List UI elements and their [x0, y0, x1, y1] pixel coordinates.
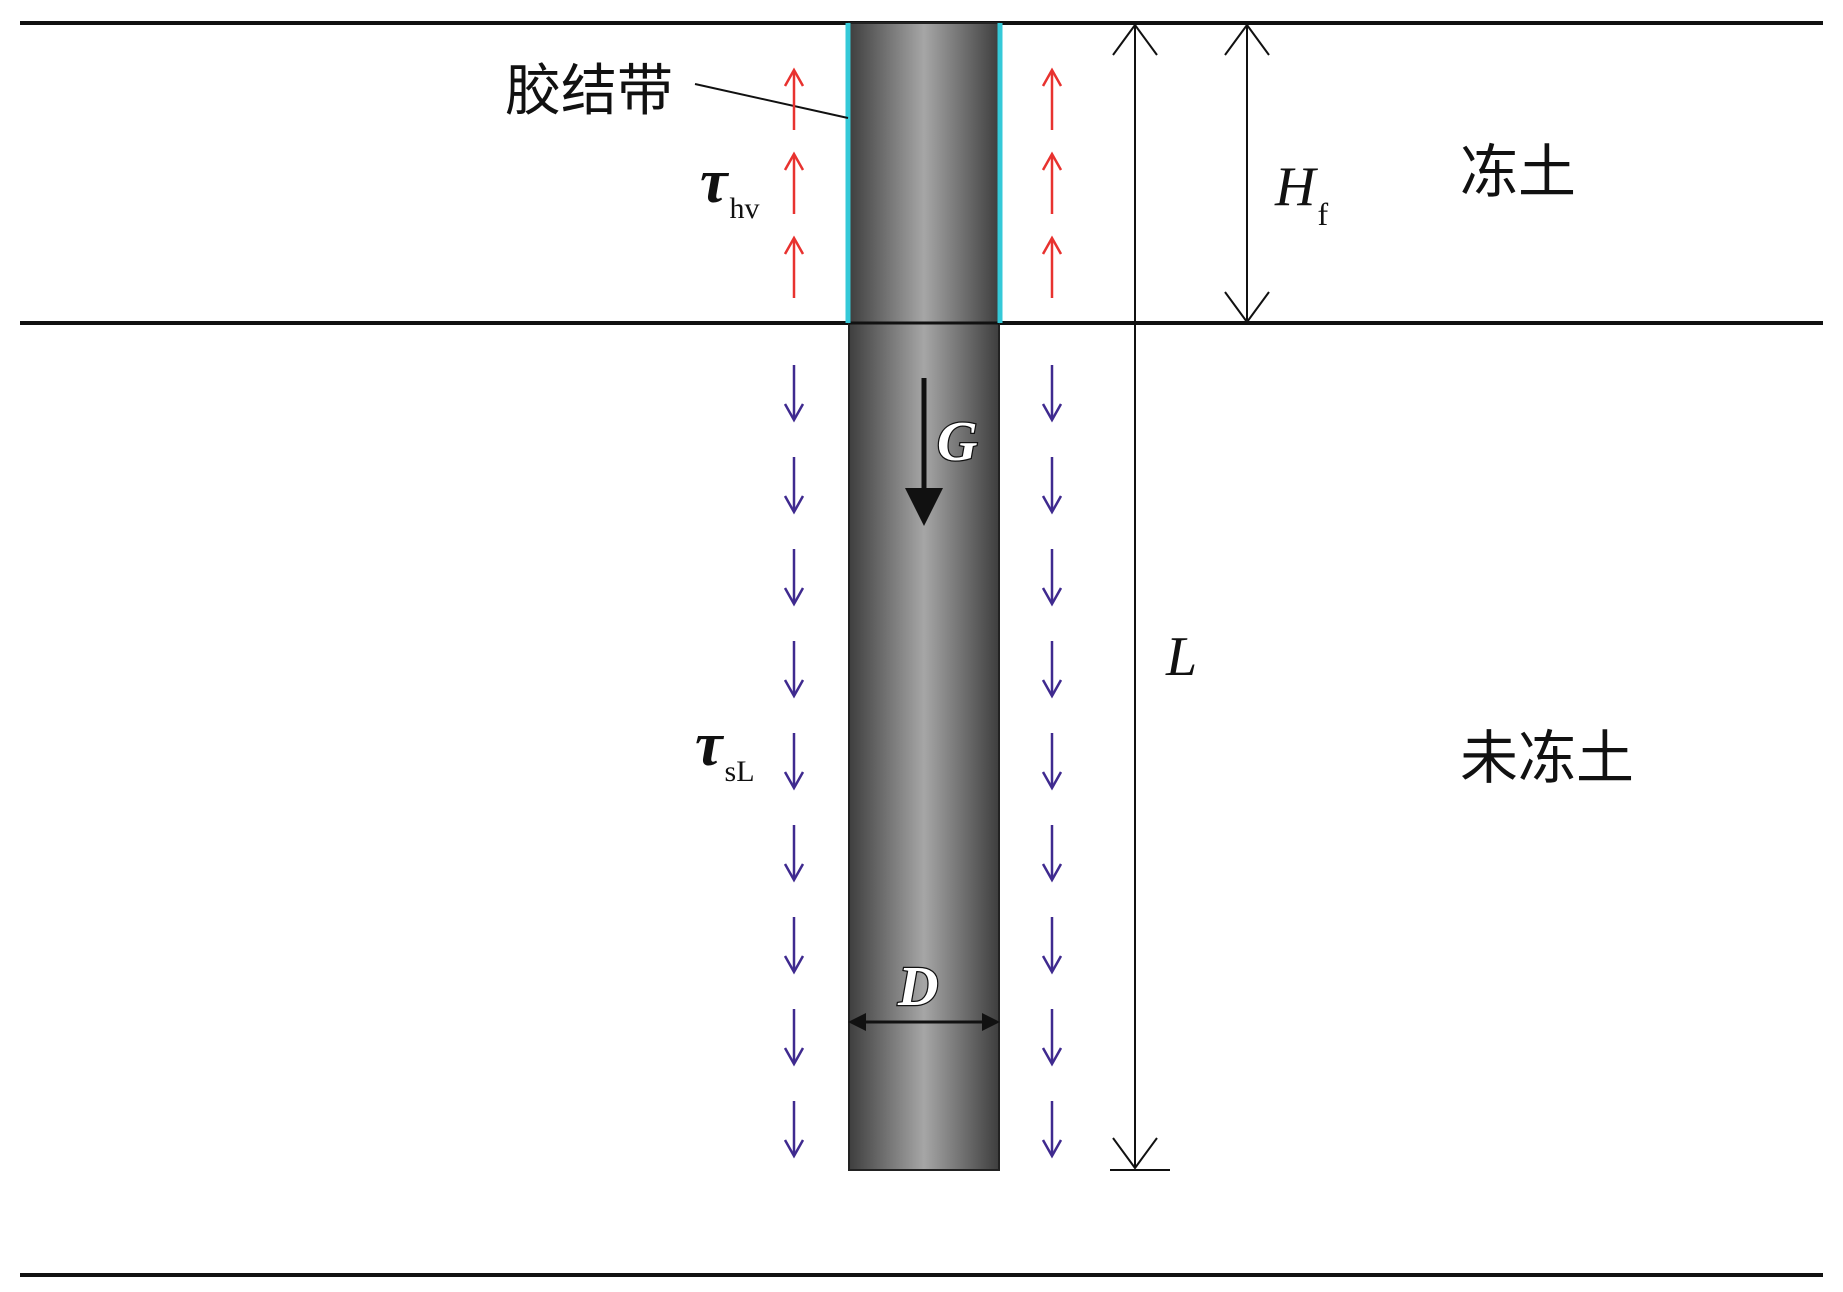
frost-depth-dimension-bottom-head [1224, 291, 1270, 324]
shear-stress-arrows [783, 67, 1063, 1159]
downward-shear-arrow-left-9 [783, 1101, 805, 1159]
gravity-label: G [937, 411, 977, 473]
unfrozen-soil-label: 未冻土 [1460, 724, 1634, 792]
upward-shear-arrow-right-3 [1041, 235, 1063, 298]
upward-shear-arrow-right-1 [1041, 67, 1063, 130]
downward-shear-arrow-left-6 [783, 825, 805, 883]
diameter-label: D [897, 956, 938, 1018]
upward-shear-arrow-left-1 [783, 67, 805, 130]
frozen-soil-label: 冻土 [1460, 138, 1576, 206]
downward-shear-arrow-right-7 [1041, 917, 1063, 975]
downward-shear-arrow-right-6 [1041, 825, 1063, 883]
downward-shear-arrow-right-9 [1041, 1101, 1063, 1159]
downward-shear-arrow-right-3 [1041, 549, 1063, 607]
downward-shear-arrow-right-4 [1041, 641, 1063, 699]
downward-shear-arrow-left-3 [783, 549, 805, 607]
downward-shear-arrow-left-4 [783, 641, 805, 699]
length-dimension-top-head [1112, 23, 1158, 56]
length-label: L [1165, 626, 1197, 688]
upward-shear-arrow-right-2 [1041, 151, 1063, 214]
frost-depth-dimension-top-head [1224, 23, 1270, 56]
downward-shear-arrow-right-5 [1041, 733, 1063, 791]
cement-band-label: 胶结带 [505, 59, 673, 124]
gravity-arrow-head [905, 488, 943, 526]
downward-shear-arrow-left-8 [783, 1009, 805, 1067]
tau-hv-label: τhv [700, 148, 760, 225]
downward-shear-arrow-right-8 [1041, 1009, 1063, 1067]
downward-shear-arrow-left-7 [783, 917, 805, 975]
downward-shear-arrow-right-1 [1041, 365, 1063, 423]
downward-shear-arrow-left-1 [783, 365, 805, 423]
pile-body [848, 22, 1000, 1171]
frost-depth-label: Hf [1274, 156, 1328, 232]
downward-shear-arrow-right-2 [1041, 457, 1063, 515]
tau-sl-label: τsL [695, 711, 755, 788]
upward-shear-arrow-left-2 [783, 151, 805, 214]
cement-band-leader [694, 83, 849, 119]
downward-shear-arrow-left-5 [783, 733, 805, 791]
upward-shear-arrow-left-3 [783, 235, 805, 298]
length-dimension-bottom-head [1112, 1137, 1158, 1170]
downward-shear-arrow-left-2 [783, 457, 805, 515]
